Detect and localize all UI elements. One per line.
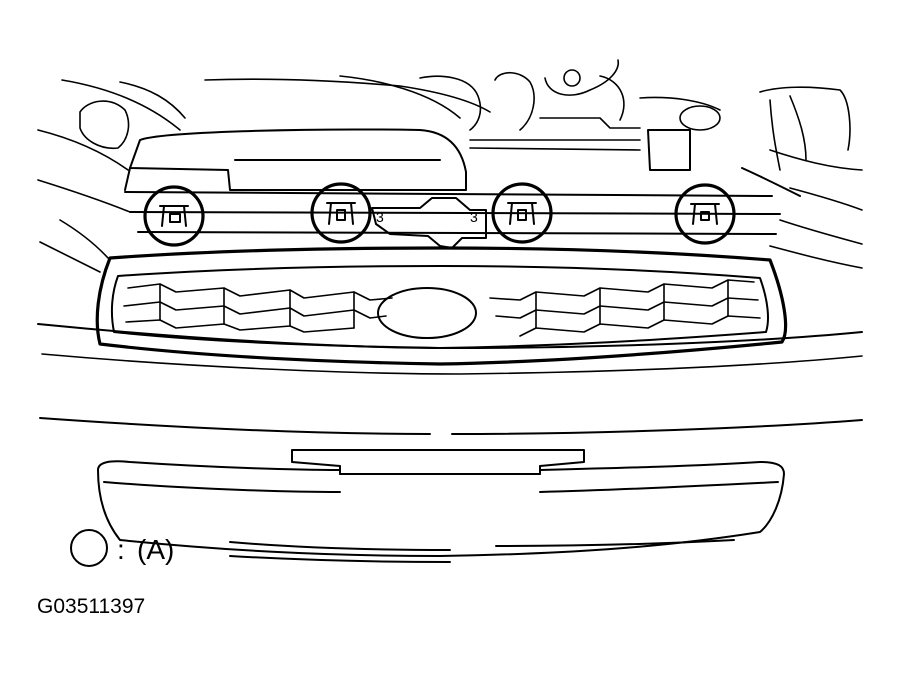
- engine-bay: [37, 59, 863, 273]
- latch-mark-right: 3: [470, 209, 478, 225]
- legend: : (A): [70, 529, 174, 567]
- legend-separator: :: [117, 534, 125, 565]
- legend-label: (A): [137, 534, 174, 565]
- latch-mark-left: 3: [376, 209, 384, 225]
- legend-circle-icon: [70, 529, 108, 567]
- front-grille: [95, 246, 788, 366]
- emblem-oval: [377, 287, 477, 339]
- clip-callout-3: [491, 182, 553, 244]
- clip-callout-2: [310, 182, 372, 244]
- figure-code: G03511397: [37, 595, 145, 618]
- hood-latch: 3 3: [371, 197, 487, 249]
- clip-callout-4: [674, 183, 736, 245]
- upper-support-panel: [124, 128, 801, 235]
- front-bumper: [37, 323, 863, 563]
- clip-callouts: [143, 182, 736, 247]
- clip-callout-1: [143, 185, 205, 247]
